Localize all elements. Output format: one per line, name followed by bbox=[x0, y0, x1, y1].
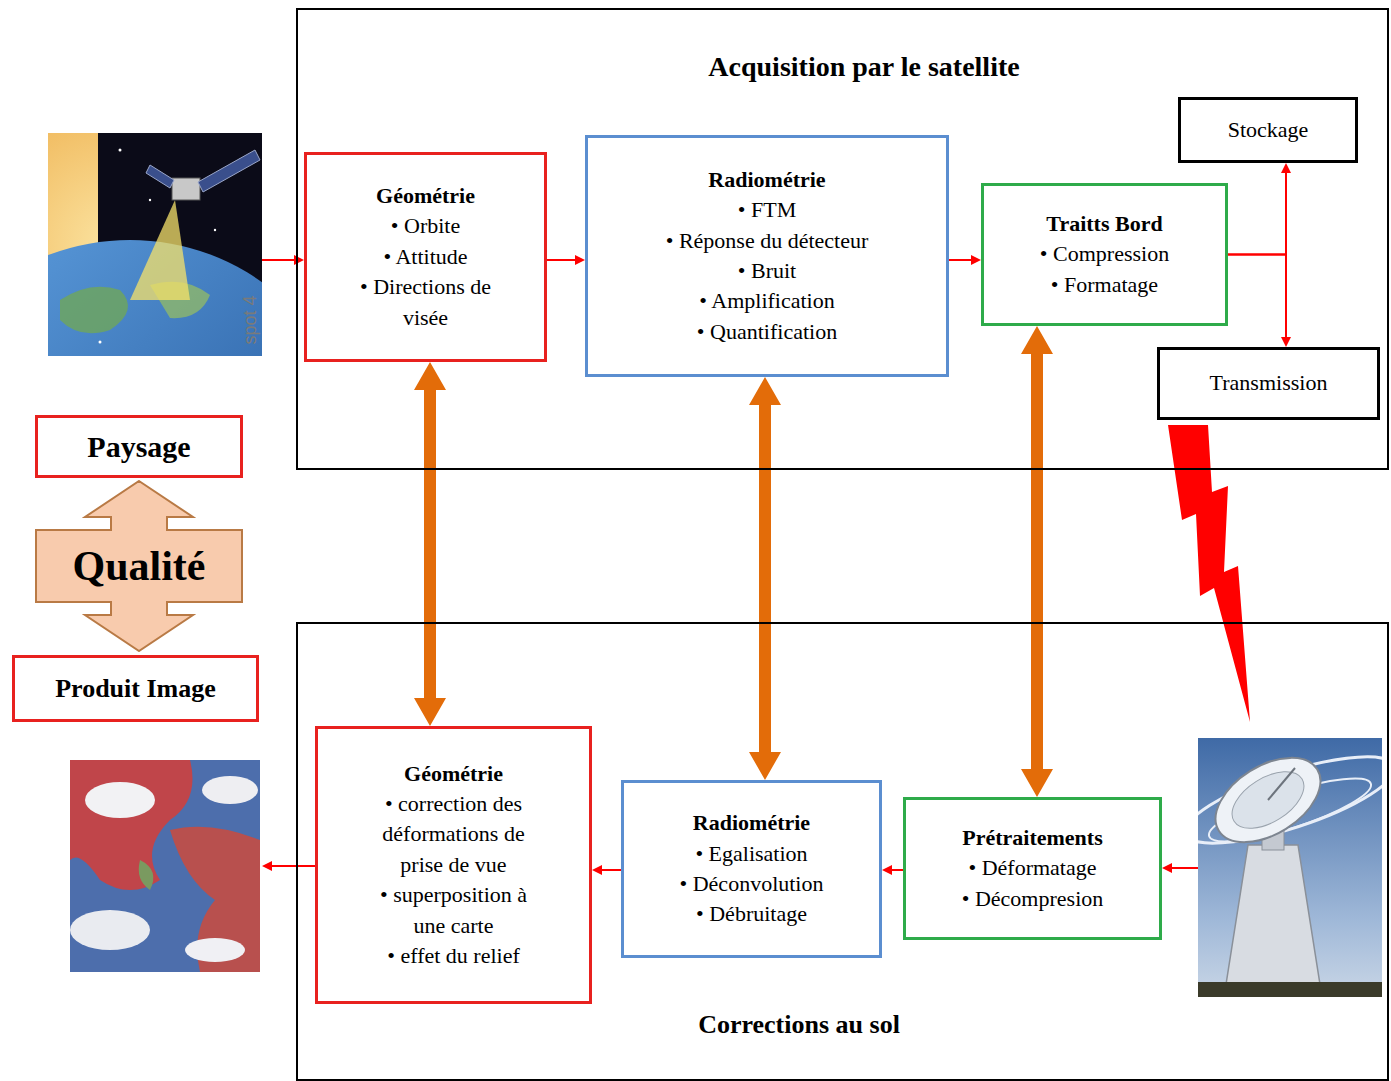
box-label: Paysage bbox=[87, 426, 190, 467]
box-heading: Traitts Bord bbox=[1046, 209, 1162, 239]
acquisition-panel: Acquisition par le satelliteGéométrie• O… bbox=[296, 8, 1389, 470]
radiometry-box: Radiométrie• Egalisation• Déconvolution•… bbox=[621, 780, 882, 958]
box-heading: Géométrie bbox=[404, 759, 503, 789]
bullet-item: • Déconvolution bbox=[680, 869, 824, 899]
bullet-item: • effet du relief bbox=[387, 941, 520, 971]
bullet-item: • Orbite bbox=[391, 211, 460, 241]
bullet-item: • Attitude bbox=[383, 242, 467, 272]
bullet-item: • Formatage bbox=[1051, 270, 1158, 300]
arrow-head bbox=[882, 865, 892, 875]
bullet-item: • Quantification bbox=[697, 317, 837, 347]
ground-panel: Corrections au solGéométrie• correction … bbox=[296, 622, 1389, 1081]
bullet-item: • Directions de visée bbox=[337, 272, 514, 333]
box-label: Transmission bbox=[1210, 368, 1328, 398]
box-label: Qualité bbox=[73, 543, 206, 589]
connector-line bbox=[1228, 255, 1286, 339]
bullet-item: • Décompresion bbox=[962, 884, 1104, 914]
flow-arrow bbox=[262, 861, 315, 871]
box-heading: Géométrie bbox=[376, 181, 475, 211]
bullet-item: • Débruitage bbox=[696, 899, 807, 929]
double-arrow-connector bbox=[749, 377, 781, 780]
box-label: Produit Image bbox=[55, 671, 216, 707]
arrow-head bbox=[971, 255, 981, 265]
connector-line bbox=[601, 869, 621, 871]
connector-line bbox=[1228, 172, 1286, 255]
radiometry-box: Radiométrie• FTM• Réponse du détecteur• … bbox=[585, 135, 949, 377]
arrow-head bbox=[1281, 337, 1291, 347]
satellite-picture bbox=[48, 133, 262, 356]
bullet-item: • Egalisation bbox=[695, 839, 807, 869]
bullet-item: • correction des déformations de prise d… bbox=[366, 789, 541, 880]
transmission-box: Transmission bbox=[1157, 347, 1380, 420]
image-product-picture bbox=[70, 760, 260, 972]
bullet-item: • FTM bbox=[738, 195, 796, 225]
bullet-item: • Amplification bbox=[699, 286, 834, 316]
arrow-head bbox=[575, 255, 585, 265]
flow-connector bbox=[1228, 255, 1291, 348]
flow-connector bbox=[949, 255, 981, 265]
bullet-item: • Bruit bbox=[738, 256, 796, 286]
double-arrow-body bbox=[1021, 326, 1053, 797]
double-arrow-outline bbox=[36, 481, 242, 651]
bullet-item: • superposition à une carte bbox=[366, 880, 541, 941]
geometry-box: Géométrie• correction des déformations d… bbox=[315, 726, 592, 1004]
quality-arrow: Qualité bbox=[35, 480, 243, 652]
panel-heading: Acquisition par le satellite bbox=[614, 48, 1114, 87]
picture-label: spot 4 bbox=[238, 290, 262, 350]
arrow-head bbox=[592, 865, 602, 875]
storage-box: Stockage bbox=[1178, 97, 1358, 163]
arrow-head bbox=[1281, 163, 1291, 173]
box-heading: Radiométrie bbox=[708, 165, 825, 195]
connector-line bbox=[891, 869, 903, 871]
box-label: Stockage bbox=[1228, 115, 1309, 145]
connector-line bbox=[949, 259, 972, 261]
ground-station-picture bbox=[1198, 738, 1382, 997]
bullet-item: • Réponse du détecteur bbox=[666, 226, 869, 256]
picture-label-holder: spot 4 bbox=[220, 308, 280, 332]
flow-arrow bbox=[1162, 863, 1198, 873]
double-arrow-connector bbox=[414, 362, 446, 726]
double-arrow-body bbox=[749, 377, 781, 780]
onboard-box: Traitts Bord• Compression• Formatage bbox=[981, 183, 1228, 326]
flow-connector bbox=[1228, 163, 1291, 255]
box-heading: Prétraitements bbox=[962, 823, 1102, 853]
panel-heading: Corrections au sol bbox=[599, 1007, 999, 1043]
box-heading: Radiométrie bbox=[693, 808, 810, 838]
flow-connector bbox=[547, 255, 585, 265]
double-arrow-connector bbox=[1021, 326, 1053, 797]
flow-connector bbox=[592, 865, 621, 875]
geometry-box: Géométrie• Orbite• Attitude• Directions … bbox=[304, 152, 547, 362]
connector-line bbox=[547, 259, 576, 261]
bullet-item: • Déformatage bbox=[968, 853, 1096, 883]
landscape-box: Paysage bbox=[35, 415, 243, 478]
product-box: Produit Image bbox=[12, 655, 259, 722]
bullet-item: • Compression bbox=[1040, 239, 1169, 269]
preprocessing-box: Prétraitements• Déformatage• Décompresio… bbox=[903, 797, 1162, 940]
double-arrow-body bbox=[414, 362, 446, 726]
flow-connector bbox=[882, 865, 903, 875]
